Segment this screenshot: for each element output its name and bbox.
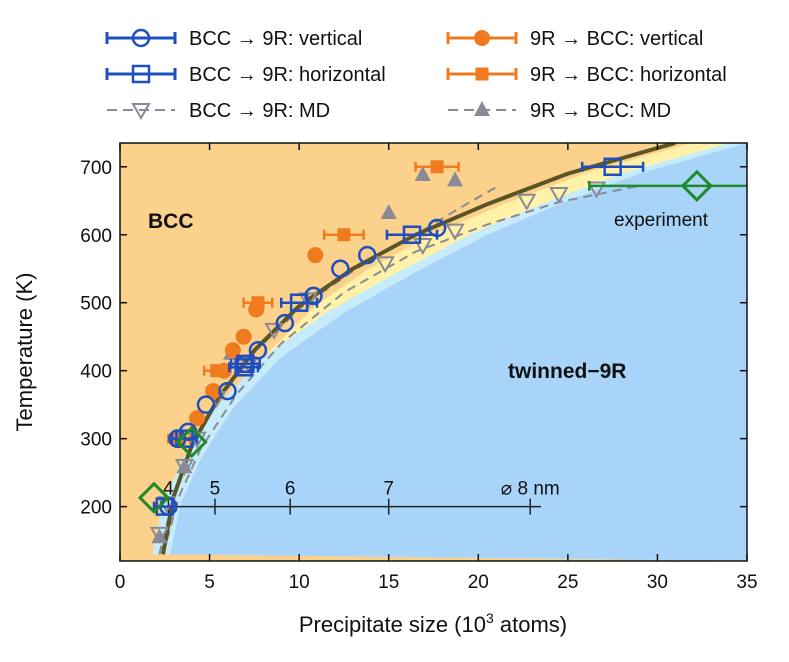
y-axis-title: Temperature (K)	[12, 273, 37, 432]
experiment-label: experiment	[614, 210, 709, 231]
legend-label: BCC → 9R: horizontal	[189, 64, 386, 86]
9r-bcc-md-point	[446, 171, 463, 187]
y-tick-label: 200	[80, 498, 112, 519]
diameter-scale-bar: 4 5 6 7 ⌀ 8 nm	[155, 479, 560, 515]
twinned-9r-region	[170, 143, 747, 561]
9r-bcc-vertical-point	[224, 342, 241, 359]
x-axis-title: Precipitate size (103 atoms)	[299, 610, 567, 637]
scale-bar-label: 5	[210, 479, 221, 500]
md-fit-line-bcc-9r	[162, 184, 640, 555]
y-tick-label: 500	[80, 294, 112, 315]
bcc-9r-vertical-point	[248, 341, 268, 360]
legend-marker	[131, 103, 151, 121]
legend-label: BCC → 9R: MD	[189, 100, 330, 122]
legend-marker	[131, 64, 151, 84]
bcc-9r-md-point	[549, 186, 569, 204]
9r-bcc-horizontal-point	[210, 364, 224, 378]
legend-label: 9R → BCC: vertical	[530, 28, 703, 50]
legend-entry: BCC → 9R: horizontal	[105, 64, 386, 86]
scale-bar-label: 4	[163, 479, 174, 500]
y-tick-label: 400	[80, 362, 112, 383]
x-tick-label: 20	[468, 572, 489, 593]
x-axis-title-suffix: atoms)	[494, 612, 567, 637]
legend-entry: 9R → BCC: vertical	[446, 28, 703, 50]
bcc-9r-md-point	[264, 322, 284, 340]
legend-marker	[474, 30, 490, 46]
scale-bar-label: 6	[285, 479, 296, 500]
legend-entry: 9R → BCC: MD	[448, 100, 671, 122]
legend-label: 9R → BCC: MD	[530, 100, 671, 122]
bcc-9r-horizontal-point	[236, 354, 255, 374]
bcc-9r-vertical-point	[275, 313, 295, 333]
twinned-region-label: twinned−9R	[508, 360, 626, 383]
legend-entry: 9R → BCC: horizontal	[446, 64, 727, 86]
legend-label: BCC → 9R: vertical	[189, 28, 362, 50]
x-tick-label: 35	[736, 572, 757, 593]
9r-bcc-vertical-point	[189, 410, 206, 427]
plot-border	[119, 142, 748, 562]
scale-bar-label: ⌀ 8 nm	[501, 479, 560, 500]
x-tick-label: 10	[289, 572, 310, 593]
bcc-9r-vertical-point	[196, 395, 216, 414]
bcc-9r-horizontal-point	[175, 429, 194, 448]
x-axis-title-prefix: Precipitate size (10	[299, 612, 486, 637]
legend-entry: BCC → 9R: vertical	[105, 28, 362, 50]
bcc-9r-horizontal-point	[402, 225, 422, 245]
9r-bcc-md-point	[414, 165, 431, 181]
bcc-9r-vertical-point	[357, 245, 377, 265]
9r-bcc-horizontal-point	[430, 160, 444, 174]
legend-entry: BCC → 9R: MD	[107, 100, 330, 122]
bcc-9r-md-point	[298, 292, 318, 310]
phase-regions	[120, 143, 747, 561]
9r-bcc-md-point	[380, 204, 397, 220]
legend-label: 9R → BCC: horizontal	[530, 64, 727, 86]
bcc-9r-md-point	[413, 237, 433, 255]
y-tick-label: 600	[80, 226, 112, 247]
experiment-point	[137, 481, 171, 514]
bcc-9r-md-point	[516, 193, 537, 211]
axes: 0 5 10 15 20 25 30 35 200 300 400 500 600 700	[80, 143, 758, 593]
bcc-9r-vertical-point	[331, 259, 350, 278]
9r-bcc-horizontal-point	[251, 296, 265, 310]
9r-bcc-vertical-point	[307, 247, 324, 264]
bcc-9r-horizontal-point	[289, 293, 309, 312]
y-tick-label: 700	[80, 158, 112, 179]
x-tick-label: 5	[204, 572, 215, 593]
x-axis-title-exponent: 3	[486, 610, 494, 626]
data-points	[137, 157, 747, 544]
x-tick-label: 30	[647, 572, 668, 593]
9r-bcc-horizontal-point	[337, 228, 351, 242]
legend-marker	[474, 101, 490, 116]
legend-marker	[475, 67, 489, 81]
x-tick-label: 0	[115, 572, 126, 593]
bcc-region-label: BCC	[148, 210, 194, 233]
bcc-9r-md-point	[445, 223, 465, 241]
scale-bar-label: 7	[383, 479, 394, 500]
x-tick-label: 25	[557, 572, 578, 593]
9r-bcc-md-point	[176, 458, 193, 474]
legend-marker	[131, 28, 151, 48]
9r-bcc-md-point	[151, 528, 168, 544]
bcc-9r-vertical-point	[218, 381, 237, 401]
bcc-9r-horizontal-point	[603, 157, 622, 177]
bcc-9r-md-point	[375, 256, 395, 274]
bcc-9r-horizontal-point	[234, 358, 253, 377]
x-tick-label: 15	[378, 572, 399, 593]
y-tick-label: 300	[80, 430, 112, 451]
bcc-9r-md-point	[586, 181, 607, 199]
bcc-9r-horizontal-point	[155, 497, 175, 516]
bcc-9r-md-point	[149, 526, 170, 544]
experiment-point	[680, 169, 713, 202]
experiment-point	[175, 425, 208, 459]
9r-bcc-vertical-point	[205, 383, 222, 400]
9r-bcc-vertical-point	[235, 328, 252, 345]
chart-text-labels: BCC twinned−9R experiment Precipitate si…	[12, 210, 709, 637]
plot-frame	[119, 142, 748, 562]
